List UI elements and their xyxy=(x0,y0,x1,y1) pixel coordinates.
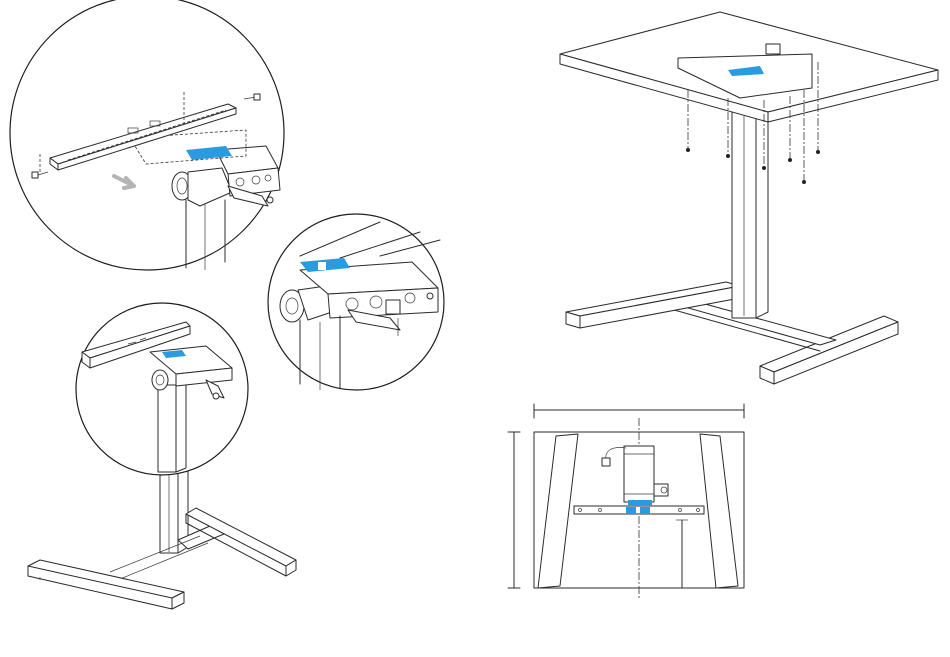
screw-icon xyxy=(726,154,730,158)
screw-icon xyxy=(788,158,792,162)
screw-icon xyxy=(762,166,766,170)
detail-bracket-on-frame xyxy=(76,303,248,475)
underside-view xyxy=(508,404,744,600)
detail-frame-closeup xyxy=(268,214,444,390)
detail-bracket-attach xyxy=(10,0,284,270)
screw-icon xyxy=(802,180,806,184)
screw-icon xyxy=(686,148,690,152)
assembled-desk xyxy=(560,12,938,384)
screw-icon xyxy=(816,150,820,154)
